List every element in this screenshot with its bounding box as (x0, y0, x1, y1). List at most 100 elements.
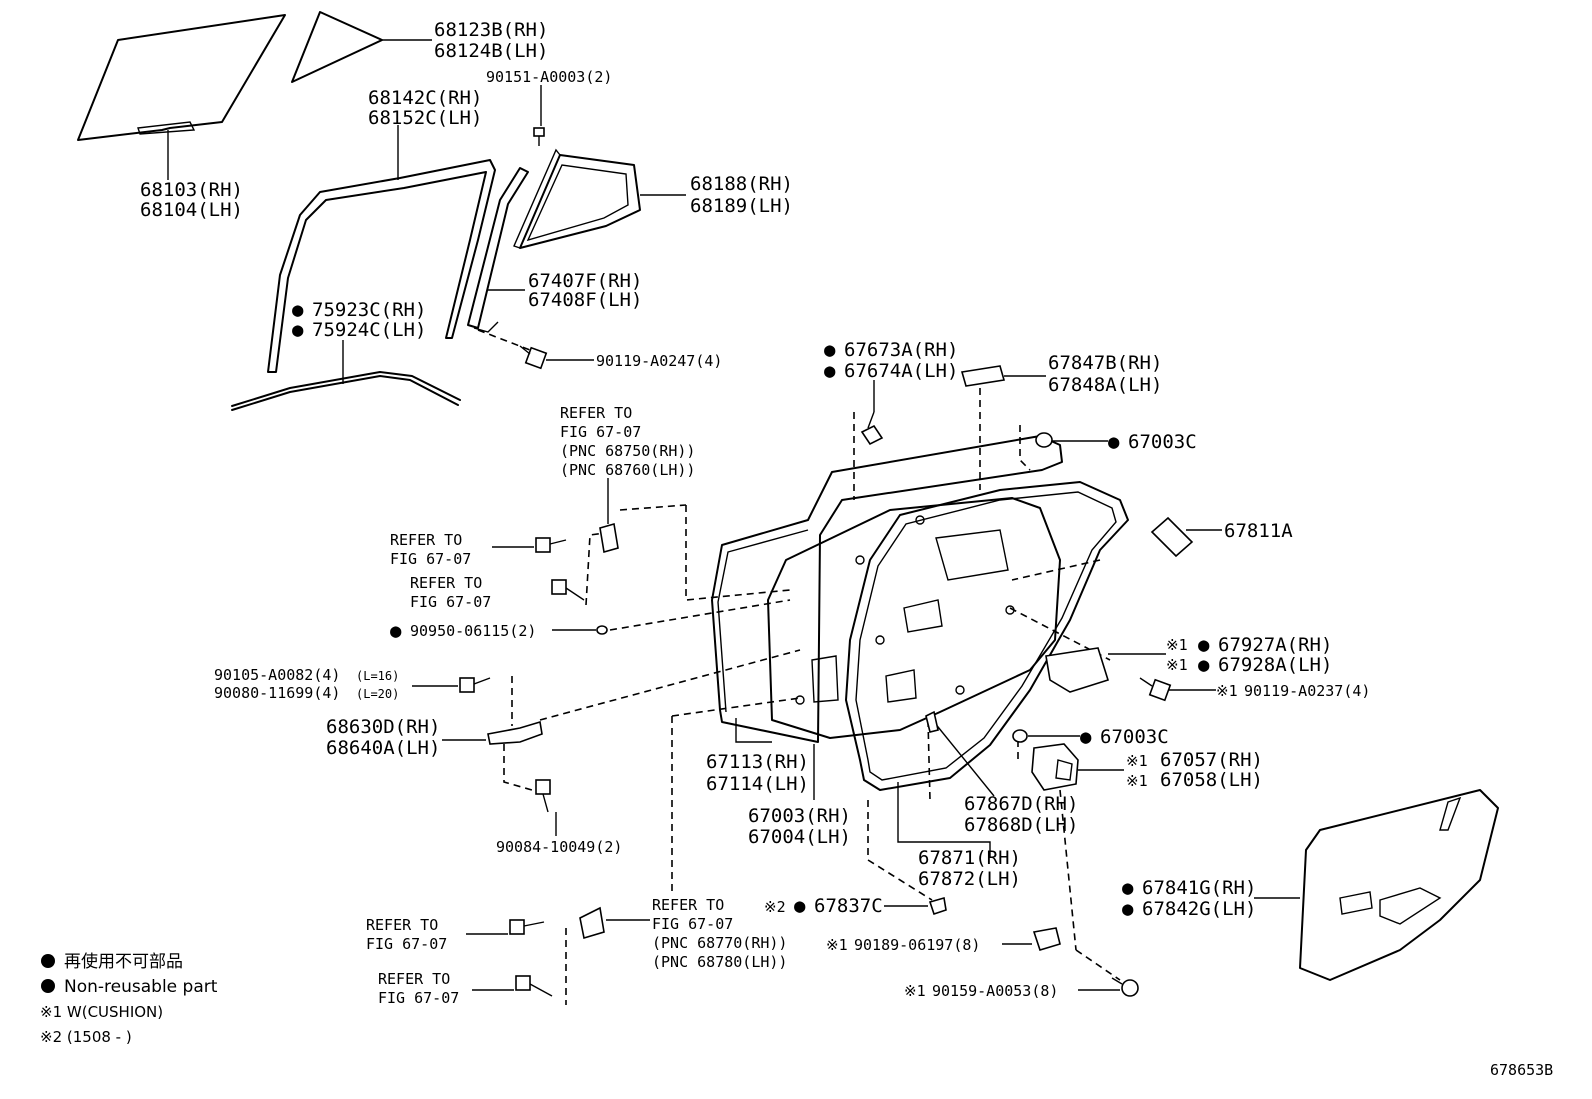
dash-67811A (1011, 559, 1101, 581)
refer-bolt-lower-2a: REFER TO (378, 970, 450, 988)
label-67841G: 67841G(RH) (1142, 877, 1256, 899)
label-90950: 90950-06115(2) (410, 622, 536, 640)
dash-67837C (867, 800, 933, 901)
refer-lower-hinge-4: (PNC 68780(LH)) (652, 953, 787, 971)
note1-67928A: ※1 (1166, 656, 1188, 674)
label-67928A: 67928A(LH) (1218, 654, 1332, 676)
lower-hinge-icon (579, 906, 605, 940)
legend: 再使用不可部品 Non-reusable part ※1 W(CUSHION) … (40, 951, 218, 1046)
label-90151: 90151-A0003(2) (486, 68, 612, 86)
label-67003C-top: 67003C (1128, 431, 1197, 453)
label-67871: 67871(RH) (918, 847, 1021, 869)
marker-67003C-top: ● (1108, 431, 1120, 453)
label-67114: 67114(LH) (706, 773, 809, 795)
label-75923C: 75923C(RH) (312, 299, 426, 321)
refer-bolt-lower-2b: FIG 67-07 (378, 989, 459, 1007)
label-67408F: 67408F(LH) (528, 289, 642, 311)
label-67811A: 67811A (1224, 520, 1293, 542)
label-67003-rh: 67003(RH) (748, 805, 851, 827)
screw-90151-icon (533, 127, 545, 146)
clip-90189-icon (1032, 927, 1061, 951)
note1-67927A: ※1 (1166, 636, 1188, 654)
refer-bolt-upper-2b: FIG 67-07 (410, 593, 491, 611)
figure-id: 678653B (1490, 1061, 1553, 1079)
note2-67837C: ※2 (764, 898, 786, 916)
refer-upper-hinge-3: (PNC 68750(RH)) (560, 442, 695, 460)
note1-67057: ※1 (1126, 752, 1148, 770)
bolt-upper-1-icon (535, 537, 567, 553)
lower-frame-67867d-icon (925, 710, 939, 733)
plug-67003c-mid-icon (1012, 729, 1028, 743)
pad-67927a-icon (1045, 647, 1110, 693)
label-90119-a0237: 90119-A0237(4) (1244, 682, 1370, 700)
plug-67003c-top-icon (1035, 432, 1053, 448)
label-90080: 90080-11699(4) (214, 684, 340, 702)
seal-67811a-icon (1150, 516, 1194, 558)
dash-lower-hinge (671, 697, 801, 717)
marker-67003C-mid: ● (1080, 726, 1092, 748)
label-68630D: 68630D(RH) (326, 716, 440, 738)
legend-en-label: Non-reusable part (64, 977, 218, 997)
label-67674A: 67674A(LH) (844, 360, 958, 382)
upper-hinge-icon (599, 522, 619, 554)
marker-75923C: ● (292, 299, 304, 321)
marker-90950: ● (390, 620, 402, 642)
label-67847B: 67847B(RH) (1048, 352, 1162, 374)
screw-90159-icon (1111, 977, 1139, 997)
door-lock-67057-icon (1031, 743, 1079, 791)
label-68188: 68188(RH) (690, 173, 793, 195)
clip-67837c-icon (928, 896, 947, 916)
label-67848A: 67848A(LH) (1048, 374, 1162, 396)
refer-upper-hinge-4: (PNC 68760(LH)) (560, 461, 695, 479)
marker-67842G: ● (1122, 898, 1134, 920)
dash-67003C-top (1019, 425, 1031, 471)
rear-door-glass (77, 14, 286, 141)
bolt-90119-a0237-icon (1139, 677, 1172, 702)
bolt-90105-icon (459, 677, 491, 693)
refer-bolt-upper-1a: REFER TO (390, 531, 462, 549)
label-68124B: 68124B(LH) (434, 40, 548, 62)
label-67113: 67113(RH) (706, 751, 809, 773)
label-67837C: 67837C (814, 895, 883, 917)
marker-75924C: ● (292, 319, 304, 341)
label-67872: 67872(LH) (918, 868, 1021, 890)
dash-check-link (539, 649, 801, 721)
dash-67927A (1009, 607, 1111, 661)
dash-check-bolt-bottom (503, 744, 533, 791)
label-67003C-mid: 67003C (1100, 726, 1169, 748)
bolt-90119-a0247-icon (519, 345, 548, 370)
quarter-window-glass (291, 11, 383, 83)
note1-90119-a0237: ※1 (1216, 682, 1238, 700)
leader-67113 (735, 718, 772, 743)
door-outer-panel (711, 435, 1063, 743)
label-67868D: 67868D(LH) (964, 814, 1078, 836)
leader-67867D (933, 721, 995, 797)
door-trim-board (1299, 789, 1499, 981)
label-67004-lh: 67004(LH) (748, 826, 851, 848)
legend-jp-label: 再使用不可部品 (64, 951, 183, 972)
note1-90159: ※1 (904, 982, 926, 1000)
label-90189: 90189-06197(8) (854, 936, 980, 954)
legend-note1: ※1 W(CUSHION) (40, 1003, 163, 1021)
bolt-upper-2-icon (551, 579, 585, 601)
note1-67058: ※1 (1126, 772, 1148, 790)
label-90119-a0247: 90119-A0247(4) (596, 352, 722, 370)
marker-67927A: ● (1198, 634, 1210, 656)
label-67058: 67058(LH) (1160, 769, 1263, 791)
window-frame-moulding (267, 159, 496, 373)
clip-67673a-icon (860, 411, 884, 446)
belt-moulding (231, 371, 461, 411)
refer-lower-hinge-1: REFER TO (652, 896, 724, 914)
label-90159: 90159-A0053(8) (932, 982, 1058, 1000)
dash-67867D (927, 719, 931, 801)
label-67407F: 67407F(RH) (528, 270, 642, 292)
label-68123B: 68123B(RH) (434, 19, 548, 41)
marker-67837C: ● (794, 895, 806, 917)
legend-dot-en (41, 979, 55, 993)
label-68152C: 68152C(LH) (368, 107, 482, 129)
bolt-lower-1-icon (509, 919, 545, 935)
label-67842G: 67842G(LH) (1142, 898, 1256, 920)
legend-dot-jp (41, 954, 55, 968)
bolt-lower-2-icon (515, 975, 553, 997)
